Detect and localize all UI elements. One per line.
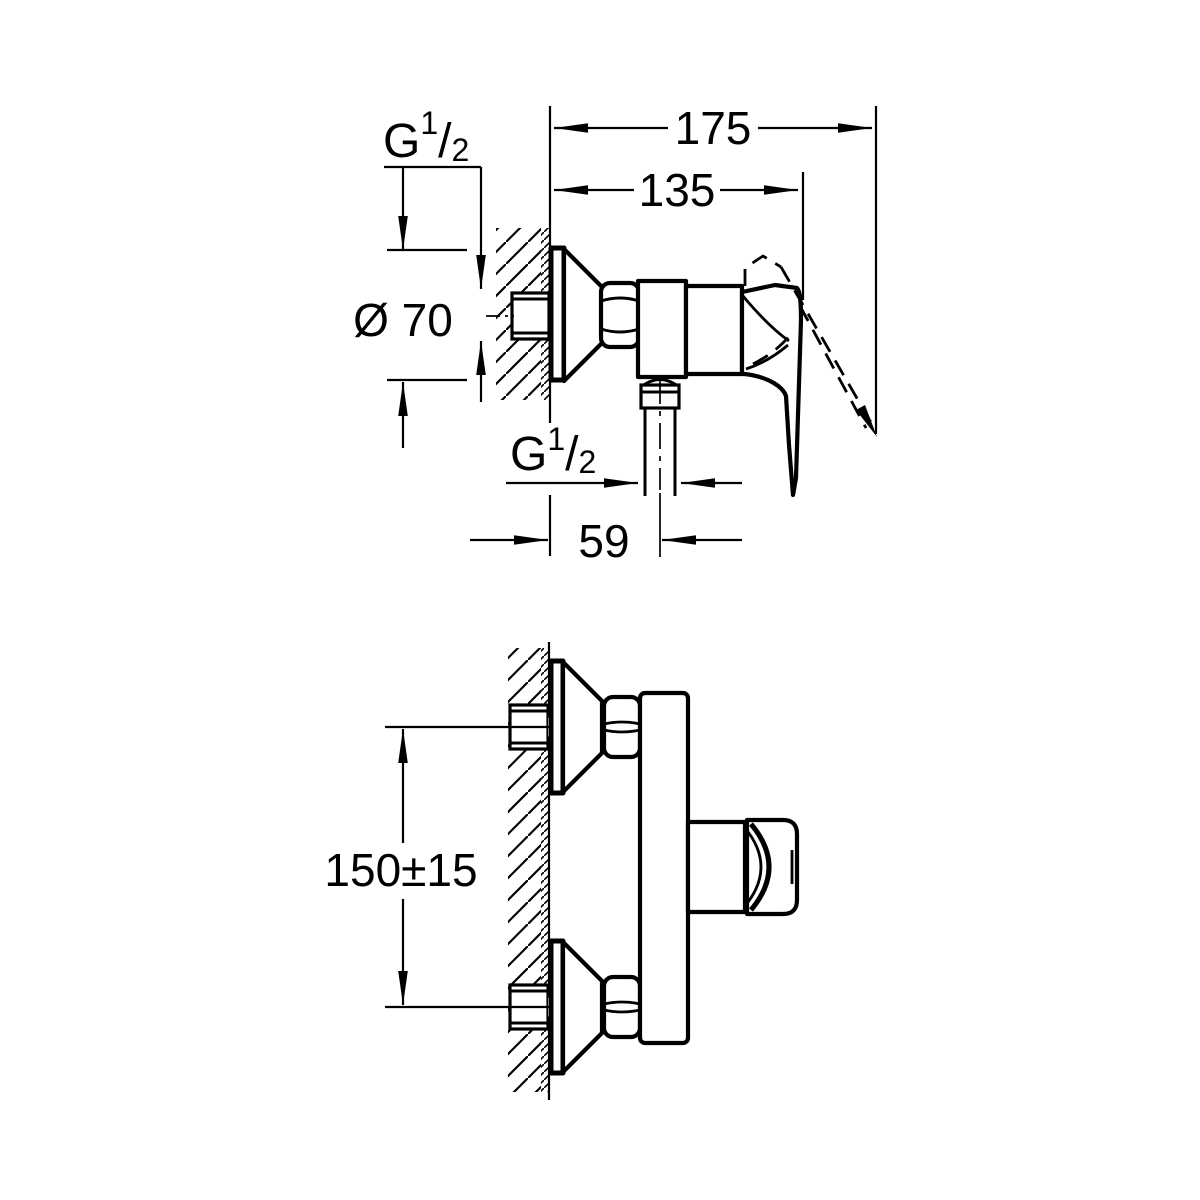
valve-body — [635, 278, 689, 380]
thread-sub: 2 — [578, 444, 596, 480]
side-view: 175 135 G1/2 Ø 70 G1/2 59 — [353, 102, 878, 567]
shower-outlet — [639, 378, 681, 557]
thread-sub: 2 — [451, 132, 469, 168]
handle-dome-arc-lower — [745, 343, 789, 371]
escutcheon-cone — [560, 939, 605, 1075]
escutcheon-cone — [560, 659, 605, 795]
dim-body-depth-label: 135 — [639, 164, 716, 216]
hex-nut-facet-bottom — [603, 728, 641, 734]
dim-outlet-offset-label: 59 — [578, 515, 629, 567]
dim-escutcheon-diameter-label: Ø 70 — [353, 294, 453, 346]
thread-base: G — [510, 428, 547, 481]
hex-nut-facet-top — [600, 296, 640, 303]
thread-size-label-outlet: G1/2 — [510, 421, 596, 481]
cartridge-neck — [685, 819, 748, 915]
thread-size-label-top: G1/2 — [383, 105, 469, 168]
hex-nut-body — [601, 694, 643, 760]
bottom-supply-connection — [508, 938, 643, 1076]
hex-nut-facet-top — [603, 720, 641, 726]
body-plate — [637, 690, 691, 1046]
wall-hatch-fine — [541, 648, 549, 1092]
cartridge-housing — [683, 283, 745, 377]
handle-open-hub — [743, 254, 782, 286]
front-view-dimensions: 150±15 — [324, 725, 549, 1009]
handle-open-edge-1 — [779, 266, 875, 427]
hex-nut-facet-bottom — [603, 1008, 641, 1014]
handle-end-view — [685, 817, 800, 917]
handle-open-arc — [752, 332, 794, 366]
thread-base: G — [383, 115, 420, 168]
handle-cap-arc-inner — [743, 827, 763, 907]
dim-total-depth-label: 175 — [675, 102, 752, 154]
hex-nut-facet-bottom — [600, 327, 640, 334]
thread-sup: 1 — [420, 105, 438, 141]
hex-nut-body — [601, 974, 643, 1040]
hex-nut-facet-top — [603, 1000, 641, 1006]
hex-nut-side — [598, 280, 642, 350]
thread-sup: 1 — [547, 421, 565, 457]
handle-dome-arc-upper — [741, 295, 790, 343]
supply-connection-side — [486, 291, 562, 341]
dim-connection-spacing-label: 150±15 — [324, 844, 477, 896]
thread-slash: / — [438, 115, 452, 168]
inwall-pipe — [510, 291, 551, 341]
handle-motion-arrowhead — [856, 405, 877, 437]
handle-open-edge-2 — [798, 305, 868, 429]
handle-open-position — [743, 254, 877, 437]
thread-slash: / — [565, 428, 579, 481]
front-view: 150±15 — [324, 642, 800, 1100]
hex-nut-body — [598, 280, 642, 350]
side-view-dimensions: 175 135 G1/2 Ø 70 G1/2 59 — [353, 102, 878, 567]
lever-handle-side — [739, 282, 804, 498]
